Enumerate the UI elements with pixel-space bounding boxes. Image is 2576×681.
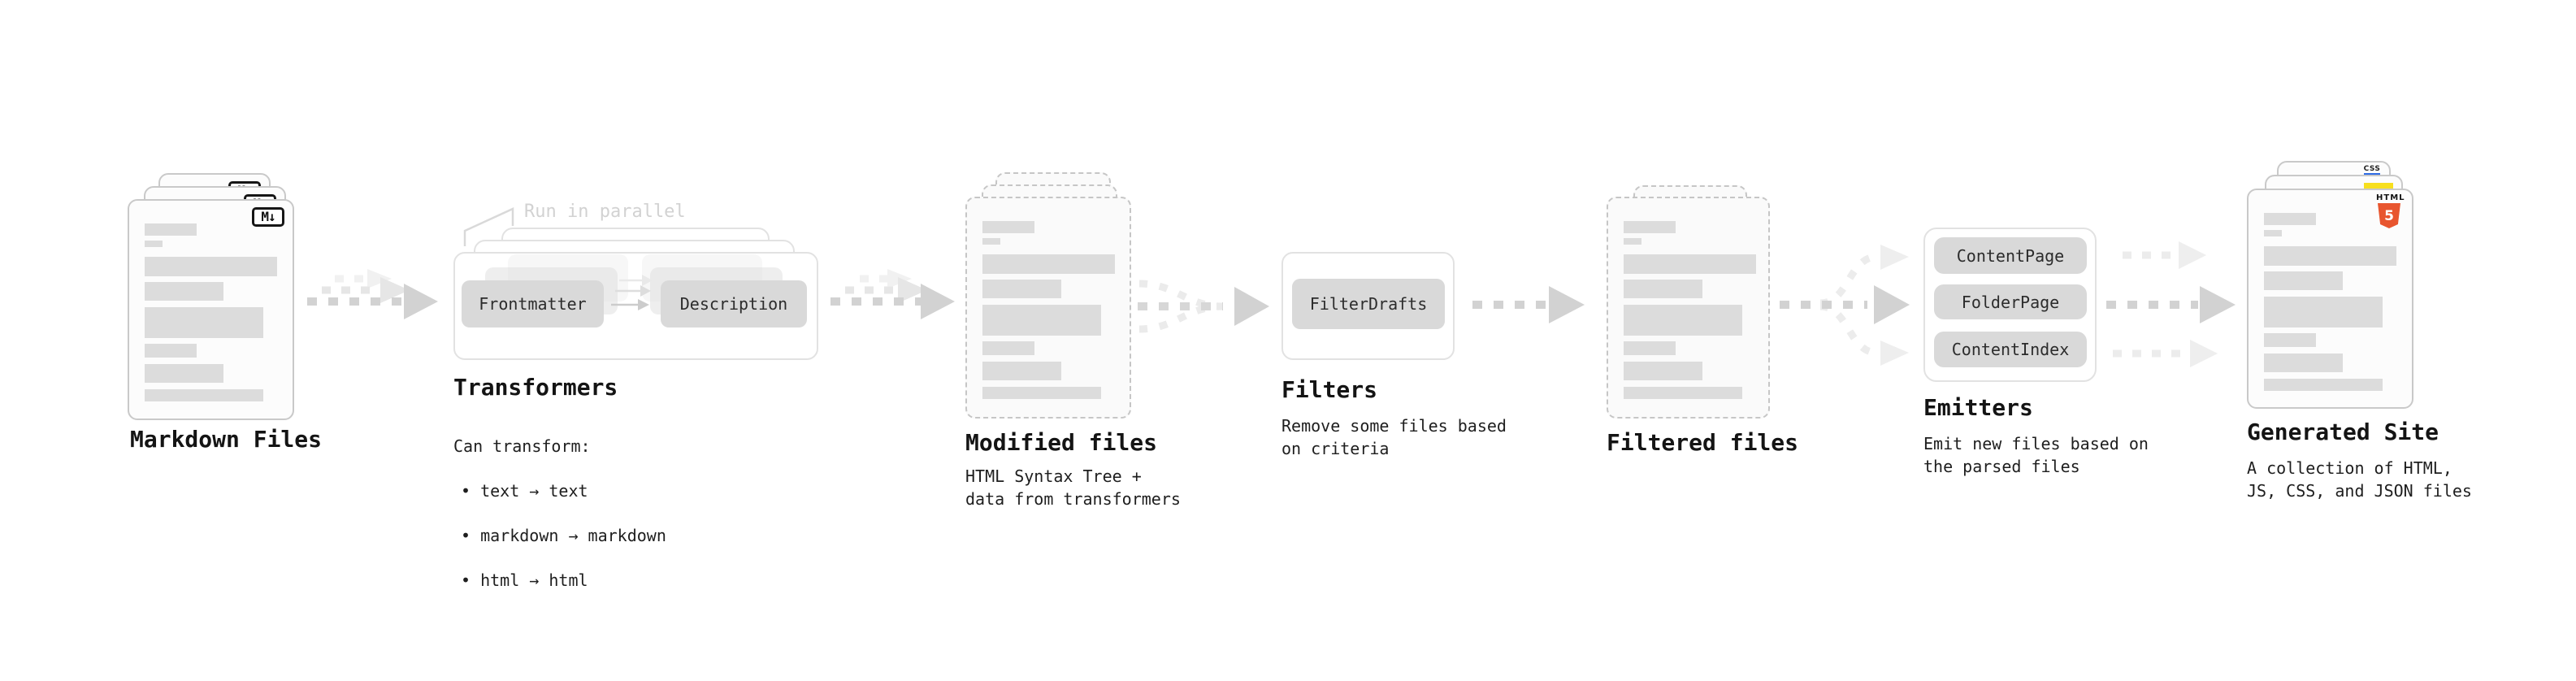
text-bar xyxy=(2264,213,2316,225)
text-bar xyxy=(1624,387,1742,399)
text-bar xyxy=(145,241,163,247)
generated-site-description: A collection of HTML, JS, CSS, and JSON … xyxy=(2247,458,2472,501)
transformers-description-heading: Can transform: xyxy=(453,436,591,456)
generated-site-label: Generated Site xyxy=(2247,419,2439,445)
text-bar xyxy=(145,223,197,236)
text-bar xyxy=(982,221,1034,233)
arrow-modified-to-filters xyxy=(1138,280,1269,333)
css-icon-label: CSS xyxy=(2363,165,2381,173)
text-bar xyxy=(2264,333,2316,347)
text-bar xyxy=(982,387,1101,399)
document-text-placeholder xyxy=(1624,221,1756,399)
arrow-filtered-to-emitters xyxy=(1780,245,1910,366)
arrow-markdown-to-transformers xyxy=(307,269,438,319)
filtered-files-label: Filtered files xyxy=(1607,429,1799,456)
transform-bullet: • markdown → markdown xyxy=(461,526,666,545)
text-bar xyxy=(145,364,223,383)
text-bar xyxy=(982,305,1101,336)
text-bar xyxy=(1624,254,1756,274)
text-bar xyxy=(982,280,1061,298)
transform-bullet: • html → html xyxy=(461,570,588,590)
text-bar xyxy=(145,257,277,276)
text-bar xyxy=(1624,221,1676,233)
document-text-placeholder xyxy=(982,221,1115,399)
document-text-placeholder xyxy=(2264,213,2396,391)
text-bar xyxy=(982,341,1034,355)
markdown-icon: M↓ xyxy=(252,207,284,227)
text-bar xyxy=(982,238,1000,245)
generated-html-card: HTML 5 xyxy=(2247,189,2413,409)
text-bar xyxy=(1624,362,1702,380)
arrow-filters-to-filtered xyxy=(1472,286,1585,323)
text-bar xyxy=(2264,379,2383,391)
emitters-label: Emitters xyxy=(1923,394,2033,421)
html5-icon-label: HTML xyxy=(2376,193,2405,202)
modified-document-card-front xyxy=(965,197,1131,419)
text-bar xyxy=(1624,238,1641,245)
text-bar xyxy=(982,254,1115,274)
html5-shield: 5 xyxy=(2378,203,2400,228)
text-bar xyxy=(145,307,263,338)
transform-bullet: • text → text xyxy=(461,481,588,501)
contentindex-emitter-button: ContentIndex xyxy=(1934,332,2087,367)
text-bar xyxy=(2264,271,2343,290)
transformers-description: Can transform: • text → text • markdown … xyxy=(453,413,666,614)
text-bar xyxy=(982,362,1061,380)
text-bar xyxy=(2264,230,2282,236)
emitters-description: Emit new files based on the parsed files xyxy=(1923,434,2149,476)
text-bar xyxy=(1624,280,1702,298)
text-bar xyxy=(145,282,223,301)
text-bar xyxy=(2264,297,2383,327)
transformers-label: Transformers xyxy=(453,374,618,401)
filters-description: Remove some files based on criteria xyxy=(1281,416,1507,458)
filters-label: Filters xyxy=(1281,376,1378,403)
text-bar xyxy=(2264,354,2343,372)
markdown-document-card-front: M↓ xyxy=(128,199,294,420)
text-bar xyxy=(2264,246,2396,266)
modified-files-label: Modified files xyxy=(965,429,1158,456)
filtered-document-card-front xyxy=(1607,197,1770,419)
html5-number: 5 xyxy=(2384,207,2394,224)
text-bar xyxy=(145,389,263,401)
description-transformer-button: Description xyxy=(661,280,807,327)
filterdrafts-button: FilterDrafts xyxy=(1292,279,1445,329)
markdown-files-label: Markdown Files xyxy=(130,426,323,453)
html5-icon: HTML 5 xyxy=(2376,193,2405,228)
frontmatter-transformer-button: Frontmatter xyxy=(462,280,604,327)
contentpage-emitter-button: ContentPage xyxy=(1934,237,2087,274)
run-in-parallel-annotation: Run in parallel xyxy=(524,202,686,222)
text-bar xyxy=(145,344,197,358)
arrow-emitters-to-generated xyxy=(2106,241,2236,367)
arrow-transformers-to-modified xyxy=(830,269,955,319)
modified-files-description: HTML Syntax Tree + data from transformer… xyxy=(965,466,1181,509)
text-bar xyxy=(1624,341,1676,355)
folderpage-emitter-button: FolderPage xyxy=(1934,284,2087,319)
document-text-placeholder xyxy=(145,223,277,401)
text-bar xyxy=(1624,305,1742,336)
